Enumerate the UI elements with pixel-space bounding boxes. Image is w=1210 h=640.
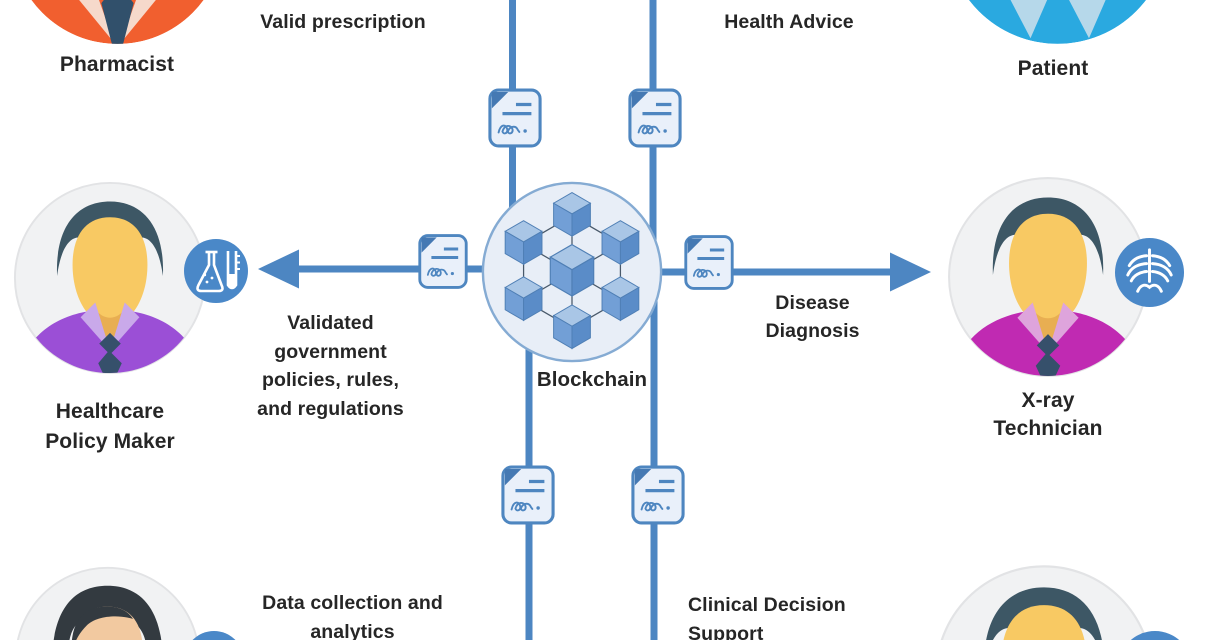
actor-label-healthcare-policy-maker: Healthcare Policy Maker <box>10 397 210 457</box>
actor-label-xray-technician: X-ray Technician <box>948 387 1148 443</box>
arrowhead-left <box>258 249 299 289</box>
edge-label-disease-diagnosis: Disease Diagnosis <box>730 289 895 345</box>
validated-label-line4: and regulations <box>257 397 404 420</box>
arrowhead-right <box>890 252 931 292</box>
analytics-badge-icon <box>192 631 236 640</box>
actor-label-pharmacist: Pharmacist <box>59 53 175 76</box>
center-node-label: Blockchain <box>536 368 648 391</box>
pharmacist-avatar <box>11 0 224 44</box>
healthcare-policy-maker-avatar <box>13 181 207 375</box>
clinical-label-line1: Clinical Decision <box>688 594 846 616</box>
blockchain-icon <box>481 181 663 363</box>
clinician-avatar <box>940 565 1148 640</box>
smart-contract-document-icon <box>488 88 542 148</box>
validated-label-line3: policies, rules, <box>261 369 400 391</box>
data-analyst-avatar <box>16 566 199 640</box>
edge-label-data-collection: Data collection and analytics <box>240 589 465 640</box>
data-collection-label-line1: Data collection and <box>262 592 443 614</box>
edge-label-clinical-decision-support: Clinical Decision Support <box>688 591 908 640</box>
lab-flask-icon <box>184 239 248 303</box>
edge-label-validated-policies: Validated government policies, rules, an… <box>228 309 433 423</box>
edge-label-valid-prescription: Valid prescription <box>260 11 426 33</box>
policy-maker-label-line1: Healthcare <box>55 400 165 423</box>
smart-contract-document-icon <box>684 235 734 290</box>
smart-contract-document-icon <box>501 465 555 525</box>
smart-contract-document-icon <box>628 88 682 148</box>
data-collection-label-line2: analytics <box>310 621 395 640</box>
xray-label-line2: Technician <box>993 417 1103 440</box>
actor-label-patient: Patient <box>1017 57 1089 80</box>
clinical-badge-icon <box>1130 631 1180 640</box>
smart-contract-document-icon <box>418 234 468 289</box>
ribcage-xray-icon <box>1114 237 1185 308</box>
disease-label-line1: Disease <box>775 292 850 314</box>
validated-label-line1: Validated <box>287 312 374 334</box>
xray-technician-avatar <box>948 177 1148 377</box>
validated-label-line2: government <box>274 340 387 363</box>
edge-label-health-advice: Health Advice <box>724 11 854 33</box>
policy-maker-label-line2: Policy Maker <box>45 430 175 453</box>
disease-label-line2: Diagnosis <box>765 320 860 342</box>
xray-label-line1: X-ray <box>1021 389 1075 412</box>
clinical-label-line2: Support <box>688 623 764 640</box>
patient-avatar <box>946 0 1169 44</box>
smart-contract-document-icon <box>631 465 685 525</box>
